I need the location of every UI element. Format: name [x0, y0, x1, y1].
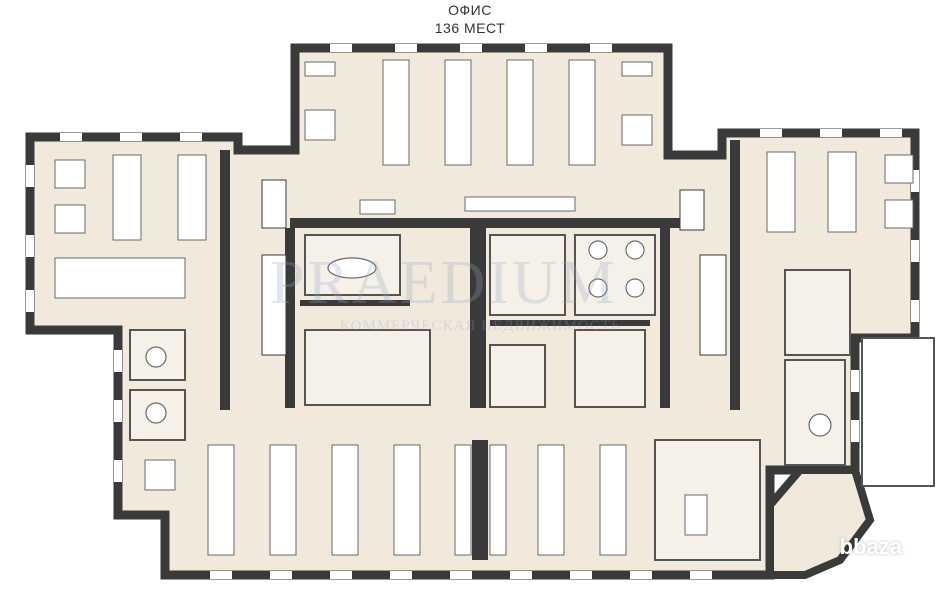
round-tables — [145, 240, 832, 437]
annex-room — [861, 337, 935, 487]
desks-bottom — [144, 444, 708, 556]
desks-top — [304, 59, 653, 215]
core-rooms — [129, 234, 851, 561]
plan-title: ОФИС — [448, 2, 492, 18]
desks-left — [54, 154, 207, 299]
windows — [26, 44, 919, 579]
central-pillar — [472, 440, 488, 560]
stair-tower — [766, 466, 875, 579]
watermark-brand: PRAEDIUM — [270, 249, 618, 317]
watermark-subtitle: КОММЕРЧЕСКАЯ НЕДВИЖИМОСТЬ — [340, 318, 621, 334]
source-badge: bbaza — [839, 534, 902, 559]
core-walls — [220, 140, 740, 410]
desks-right — [766, 151, 914, 233]
plan-capacity: 136 МЕСТ — [434, 20, 506, 36]
stairs — [261, 179, 727, 356]
